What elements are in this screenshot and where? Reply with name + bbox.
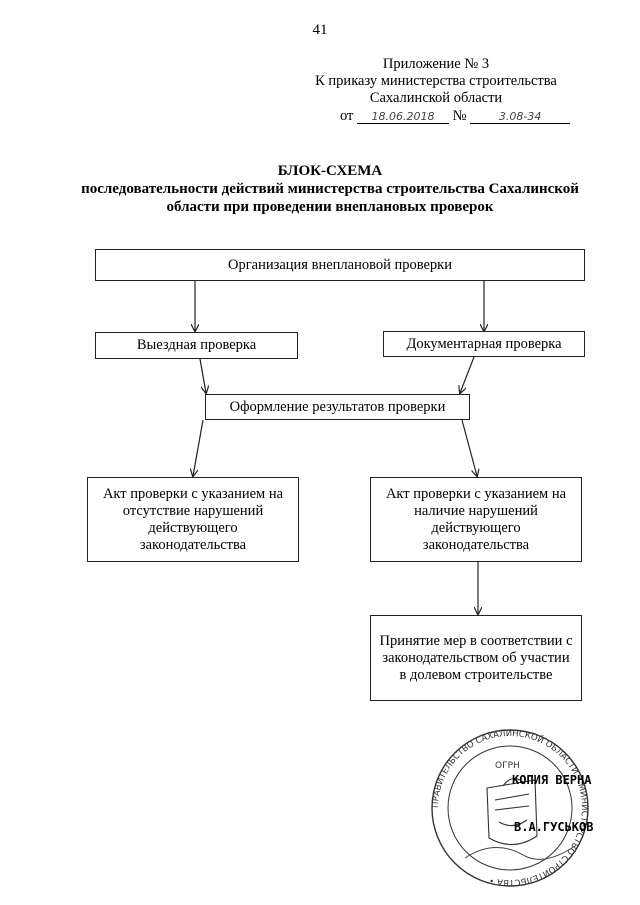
- order-reference: К приказу министерства строительства: [315, 73, 557, 89]
- seal-ogrn: ОГРН: [495, 761, 520, 771]
- handwritten-number: 3.08-34: [470, 110, 571, 124]
- doc-subtitle-line1: последовательности действий министерства…: [81, 181, 579, 197]
- box-results-registration: Оформление результатов проверки: [205, 394, 470, 420]
- box-act-violations: Акт проверки с указанием на наличие нару…: [370, 477, 582, 562]
- handwritten-date: 18.06.2018: [357, 110, 450, 124]
- number-sign: №: [452, 108, 467, 124]
- region-name: Сахалинской области: [369, 90, 503, 106]
- date-prefix: от: [340, 108, 354, 124]
- arrow-results-to-act-left: [193, 419, 204, 476]
- coat-of-arms-icon: [486, 777, 538, 846]
- box-measures: Принятие мер в соответствии с законодате…: [370, 615, 582, 701]
- box-onsite-inspection: Выездная проверка: [95, 332, 298, 359]
- arrow-onsite-to-results: [199, 358, 206, 393]
- appendix-header: Приложение № 3 К приказу министерства ст…: [296, 56, 576, 107]
- box-organization: Организация внеплановой проверки: [95, 249, 585, 281]
- arrow-results-to-act-right: [461, 419, 477, 476]
- copy-verified-label: КОПИЯ ВЕРНА: [512, 773, 592, 787]
- order-date-line: от 18.06.2018 № 3.08-34: [340, 108, 571, 125]
- signer-name: В.А.ГУСЬКОВ: [514, 820, 594, 834]
- box-documentary-inspection: Документарная проверка: [383, 331, 585, 357]
- page-number: 41: [312, 22, 328, 38]
- box-act-no-violations: Акт проверки с указанием на отсутствие н…: [87, 477, 299, 562]
- official-seal: ПРАВИТЕЛЬСТВО САХАЛИНСКОЙ ОБЛАСТИ • МИНИ…: [431, 729, 589, 887]
- appendix-number: Приложение № 3: [382, 56, 490, 72]
- seal-scribble: [464, 845, 576, 860]
- doc-subtitle-line2: области при проведении внеплановых прове…: [166, 199, 494, 215]
- arrow-documentary-to-results: [460, 356, 475, 393]
- doc-title: БЛОК-СХЕМА: [277, 163, 383, 179]
